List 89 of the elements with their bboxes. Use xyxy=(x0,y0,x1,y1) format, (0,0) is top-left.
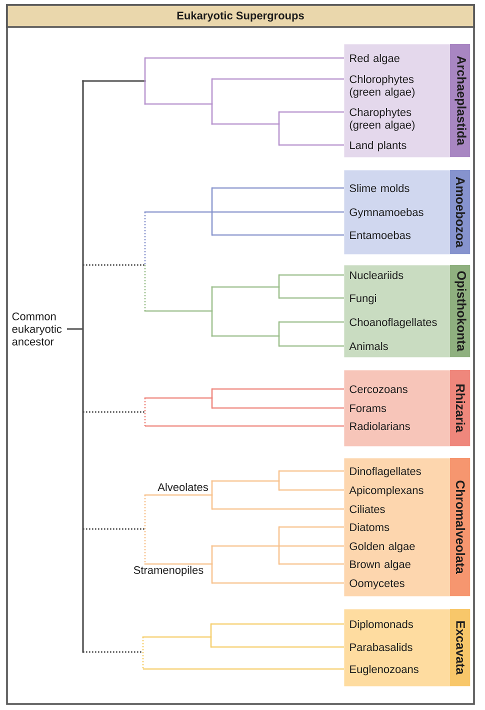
tree-branch xyxy=(212,78,344,80)
tree-branch xyxy=(278,111,280,146)
tree-branch xyxy=(278,274,280,299)
tree-branch xyxy=(279,526,344,528)
tree-branch xyxy=(211,286,213,337)
tree-branch xyxy=(142,637,144,669)
taxon-label: Charophytes (green algae) xyxy=(350,108,415,131)
clade-label: Stramenopiles xyxy=(134,566,204,576)
tree-branch xyxy=(211,545,280,547)
tree-branch xyxy=(278,526,280,565)
tree-branch xyxy=(212,508,344,510)
tree-branch xyxy=(212,407,344,409)
tree-branch xyxy=(211,335,280,337)
tree-branch xyxy=(212,211,344,213)
tree-branch xyxy=(144,310,213,312)
tree-branch xyxy=(82,80,146,82)
tree-branch xyxy=(278,321,280,347)
tree-branch xyxy=(144,398,146,426)
tree-branch xyxy=(143,668,344,670)
tree-branch xyxy=(211,646,344,648)
tree-branch xyxy=(279,470,344,472)
tree-branch xyxy=(144,397,213,399)
tree-branch xyxy=(279,274,344,276)
tree-branch xyxy=(279,321,344,323)
tree-branch xyxy=(83,528,145,530)
taxon-label: Parabasalids xyxy=(350,643,412,652)
tree-branch xyxy=(212,187,344,189)
taxon-label: Cercozoans xyxy=(350,385,408,394)
tree-branch xyxy=(212,388,344,390)
tree-branch xyxy=(144,563,213,565)
tree-branch xyxy=(144,211,213,213)
tree-branch xyxy=(279,297,344,299)
taxon-label: Gymnamoebas xyxy=(350,208,424,218)
tree-branch xyxy=(144,265,146,311)
tree-branch xyxy=(211,123,280,125)
taxon-label: Nucleariids xyxy=(350,271,404,280)
tree-branch xyxy=(211,78,213,125)
tree-branch xyxy=(67,328,83,330)
tree-branch xyxy=(279,563,344,565)
taxon-label: Dinoflagellates xyxy=(350,467,421,478)
taxon-label: Chlorophytes (green algae) xyxy=(350,75,415,98)
taxon-label: Forams xyxy=(350,404,386,412)
tree-branch xyxy=(211,286,280,288)
tree-branch xyxy=(211,545,213,584)
tree-trunk xyxy=(82,80,84,653)
tree-branch xyxy=(144,212,146,265)
tree-branch xyxy=(211,623,344,625)
taxon-label: Animals xyxy=(349,342,388,350)
taxon-label: Diplomonads xyxy=(350,620,413,630)
tree-branch xyxy=(211,480,213,510)
taxon-label: Oomycetes xyxy=(350,579,404,590)
tree-branch xyxy=(83,651,143,653)
taxon-label: Golden algae xyxy=(350,542,415,552)
taxon-label: Slime molds xyxy=(350,184,410,192)
taxon-label: Choanoflagellates xyxy=(350,318,437,328)
taxon-label: Fungi xyxy=(350,294,376,304)
tree-branch xyxy=(83,411,145,413)
tree-branch xyxy=(145,57,344,59)
tree-branch xyxy=(144,57,146,105)
taxon-label: Euglenozoans xyxy=(350,665,418,676)
tree-branch xyxy=(144,103,213,105)
title-bar: Eukaryotic Supergroups xyxy=(6,4,475,28)
tree-branch xyxy=(212,582,344,584)
tree-branch xyxy=(144,495,146,564)
clade-label: Alveolates xyxy=(158,482,208,492)
taxon-label: Apicomplexans xyxy=(349,486,424,496)
tree-branch xyxy=(279,345,344,347)
tree-branch xyxy=(83,264,145,266)
taxon-label: Brown algae xyxy=(350,560,410,570)
taxon-label: Entamoebas xyxy=(350,231,411,240)
tree-branch xyxy=(144,494,213,496)
tree-branch xyxy=(279,111,344,113)
tree-branch xyxy=(145,425,344,427)
tree-branch xyxy=(279,144,344,146)
taxon-label: Ciliates xyxy=(350,505,385,514)
taxon-label: Diatoms xyxy=(350,523,390,532)
tree-branch xyxy=(211,187,213,236)
tree-branch xyxy=(210,623,212,648)
tree-branch xyxy=(142,636,212,638)
tree-branch xyxy=(211,388,213,409)
tree-branch xyxy=(279,489,344,491)
tree-branch xyxy=(212,234,344,236)
tree-branch xyxy=(211,480,280,482)
taxon-label: Radiolarians xyxy=(350,422,410,430)
tree-branch xyxy=(279,545,344,547)
tree-branch xyxy=(278,470,280,491)
taxon-label: Red algae xyxy=(350,54,400,64)
root-label: Common eukaryotic ancestor xyxy=(12,312,62,346)
taxon-label: Land plants xyxy=(350,141,406,152)
